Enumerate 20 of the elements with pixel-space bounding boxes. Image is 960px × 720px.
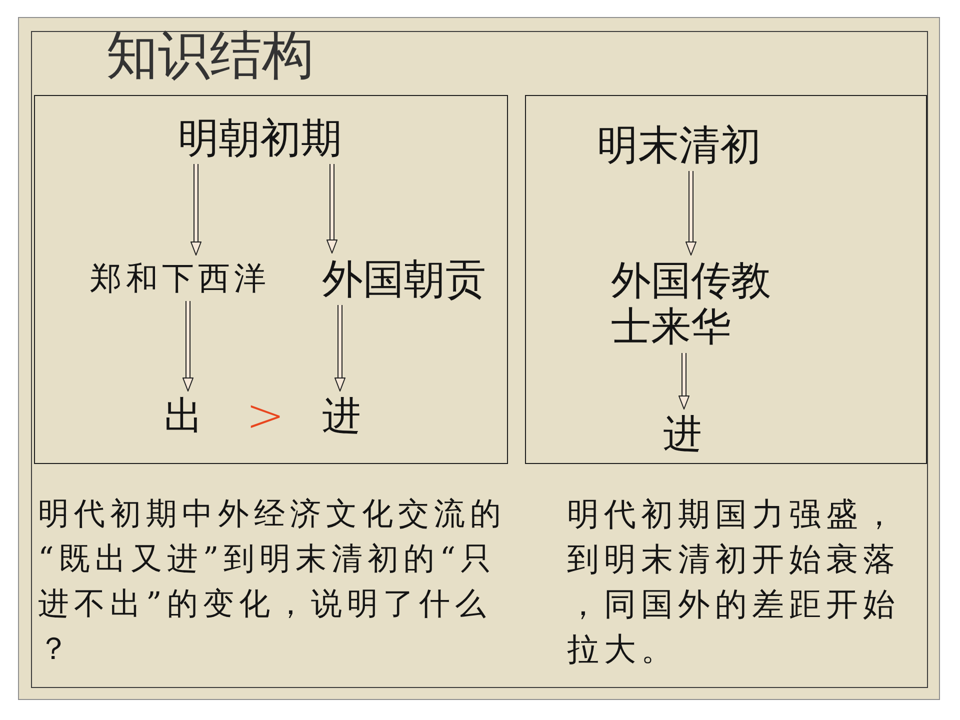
outcome-label: 进 <box>663 412 702 458</box>
arrow <box>678 353 690 410</box>
arrow <box>326 164 338 254</box>
greater-than-sign: > <box>246 390 285 440</box>
event-label: 郑和下西洋 <box>90 258 270 298</box>
outcome-label: 出 <box>164 394 203 440</box>
group-box <box>525 95 927 464</box>
arrow <box>182 301 194 392</box>
arrow <box>190 164 202 256</box>
arrow <box>334 305 346 392</box>
period-label: 明朝初期 <box>178 115 342 161</box>
period-label: 明末清初 <box>597 122 761 168</box>
title: 知识结构 <box>106 27 314 85</box>
group-box <box>34 95 508 464</box>
outcome-label: 进 <box>322 394 361 440</box>
event-label: 外国朝贡 <box>322 256 486 302</box>
arrow <box>686 171 696 256</box>
event-label: 外国传教士来华 <box>611 258 783 350</box>
answer-text: 明代初期国力强盛，到明末清初开始衰落，同国外的差距开始拉大。 <box>567 494 901 670</box>
question-text: 明代初期中外经济文化交流的“既出又进”到明末清初的“只进不出”的变化，说明了什么？ <box>38 495 507 669</box>
